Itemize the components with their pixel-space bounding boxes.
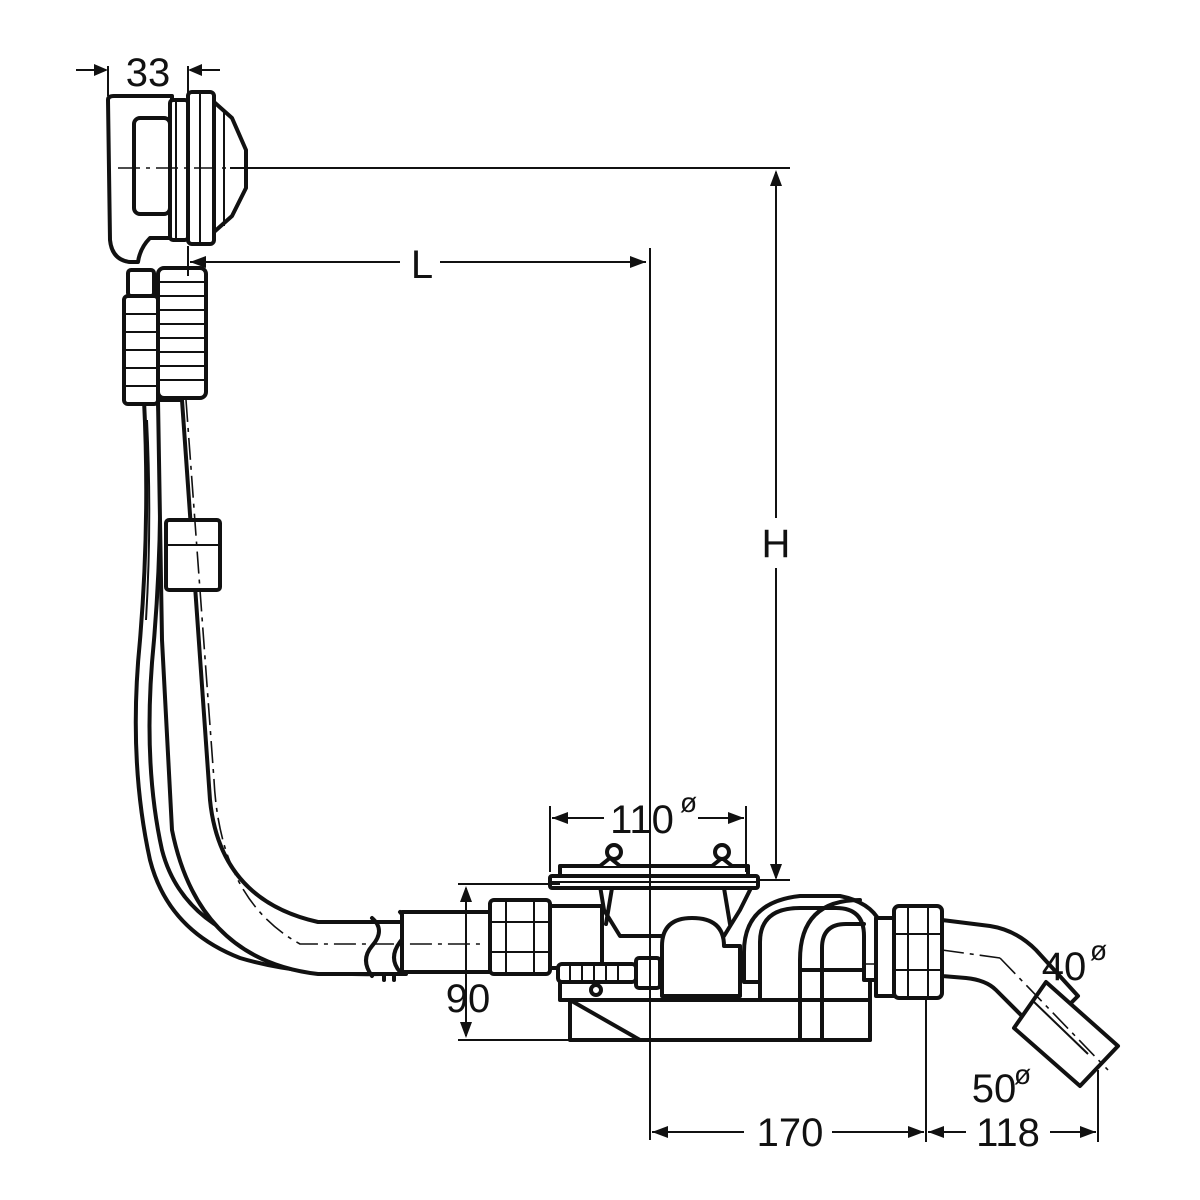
outlet-elbow xyxy=(940,918,1120,1088)
left-union-nut xyxy=(488,898,604,976)
dimension-40-symbol: ø xyxy=(1090,935,1107,966)
overflow-head xyxy=(106,90,262,264)
dimension-118: 118 xyxy=(928,1070,1099,1155)
dimension-110-label: 110 xyxy=(610,798,674,842)
dimension-90: 90 xyxy=(446,883,570,1041)
trap-housing xyxy=(556,884,872,1042)
dimension-50-label: 50 xyxy=(972,1067,1017,1111)
dimension-L-label: L xyxy=(411,243,433,287)
dimension-90-label: 90 xyxy=(446,977,491,1021)
dimension-33: 33 xyxy=(76,51,220,96)
dimension-H-label: H xyxy=(762,522,791,566)
dimension-170: 170 xyxy=(652,1000,927,1155)
dimension-170-label: 170 xyxy=(757,1111,824,1155)
dimension-H: H xyxy=(230,167,791,881)
dimension-50-symbol: ø xyxy=(1014,1059,1031,1090)
dimension-40: 40 ø xyxy=(1042,935,1107,989)
dimension-50: 50 ø xyxy=(972,1059,1031,1111)
dimension-33-label: 33 xyxy=(126,51,171,95)
dimension-110: 110 ø xyxy=(549,787,747,872)
right-union-nut xyxy=(874,904,944,1000)
dimension-110-symbol: ø xyxy=(680,787,697,818)
dimension-40-label: 40 xyxy=(1042,945,1087,989)
overflow-pipe xyxy=(156,266,494,978)
dimension-L: L xyxy=(187,243,646,287)
dimension-118-label: 118 xyxy=(976,1111,1040,1155)
cable-connector xyxy=(122,268,160,406)
waste-plate xyxy=(548,843,760,926)
